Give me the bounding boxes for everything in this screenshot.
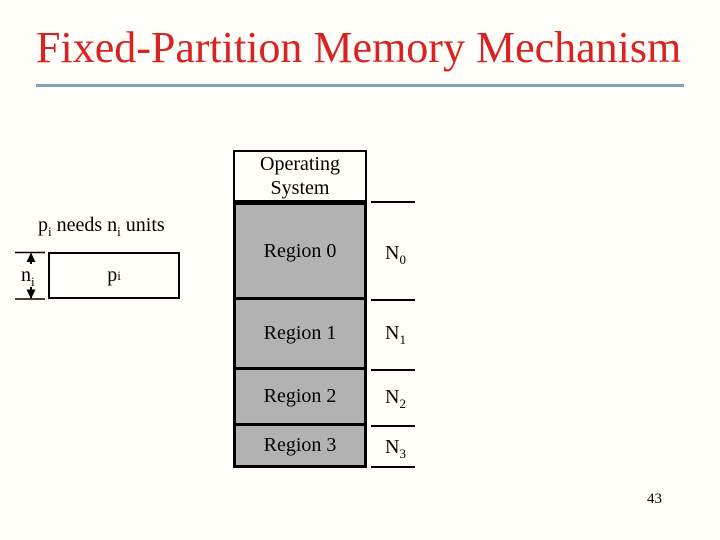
region-boundary-tick [371, 466, 415, 468]
size-sub: 1 [399, 332, 406, 347]
region-size-label-3: N3 [385, 436, 406, 461]
size-base: N [385, 386, 400, 408]
size-sub: 3 [399, 446, 406, 461]
region-boundary-tick [371, 299, 415, 301]
os-box-line2: System [270, 177, 330, 199]
memory-region-3: Region 3 [236, 426, 364, 465]
region-size-label-0: N0 [385, 242, 406, 267]
region-label: Region 1 [263, 322, 337, 344]
os-box: Operating System [233, 150, 367, 202]
size-sub: 2 [399, 396, 406, 411]
needs-statement: pi needs ni units [38, 214, 165, 239]
size-label-ni: ni [20, 264, 36, 289]
page-title: Fixed-Partition Memory Mechanism [36, 23, 682, 72]
size-base: N [385, 242, 400, 264]
memory-region-0: Region 0 [236, 205, 364, 300]
region-boundary-tick [371, 425, 415, 427]
region-size-label-1: N1 [385, 322, 406, 347]
memory-stack: Region 0 Region 1 Region 2 Region 3 [233, 202, 367, 468]
pi-base: p [107, 264, 118, 286]
ni-sub: i [31, 274, 35, 289]
size-sub: 0 [399, 252, 406, 267]
needs-p-base: p [38, 214, 48, 236]
needs-n-base: n [107, 214, 118, 236]
needs-p-sub: i [48, 224, 52, 239]
needs-end: units [120, 214, 165, 236]
region-boundary-tick [371, 369, 415, 371]
size-base: N [385, 322, 400, 344]
region-label: Region 3 [263, 434, 337, 456]
memory-region-2: Region 2 [236, 370, 364, 426]
needs-n-sub: i [117, 224, 121, 239]
region-label: Region 0 [263, 239, 337, 262]
needs-middle: needs [51, 214, 108, 236]
memory-region-1: Region 1 [236, 300, 364, 370]
ni-base: n [21, 264, 31, 286]
region-size-label-2: N2 [385, 386, 406, 411]
region-boundary-tick [371, 201, 415, 203]
region-label: Region 2 [263, 385, 337, 407]
title-underline [36, 84, 684, 87]
os-box-line1: Operating [260, 153, 340, 175]
page-number: 43 [647, 491, 662, 507]
size-base: N [385, 436, 400, 458]
